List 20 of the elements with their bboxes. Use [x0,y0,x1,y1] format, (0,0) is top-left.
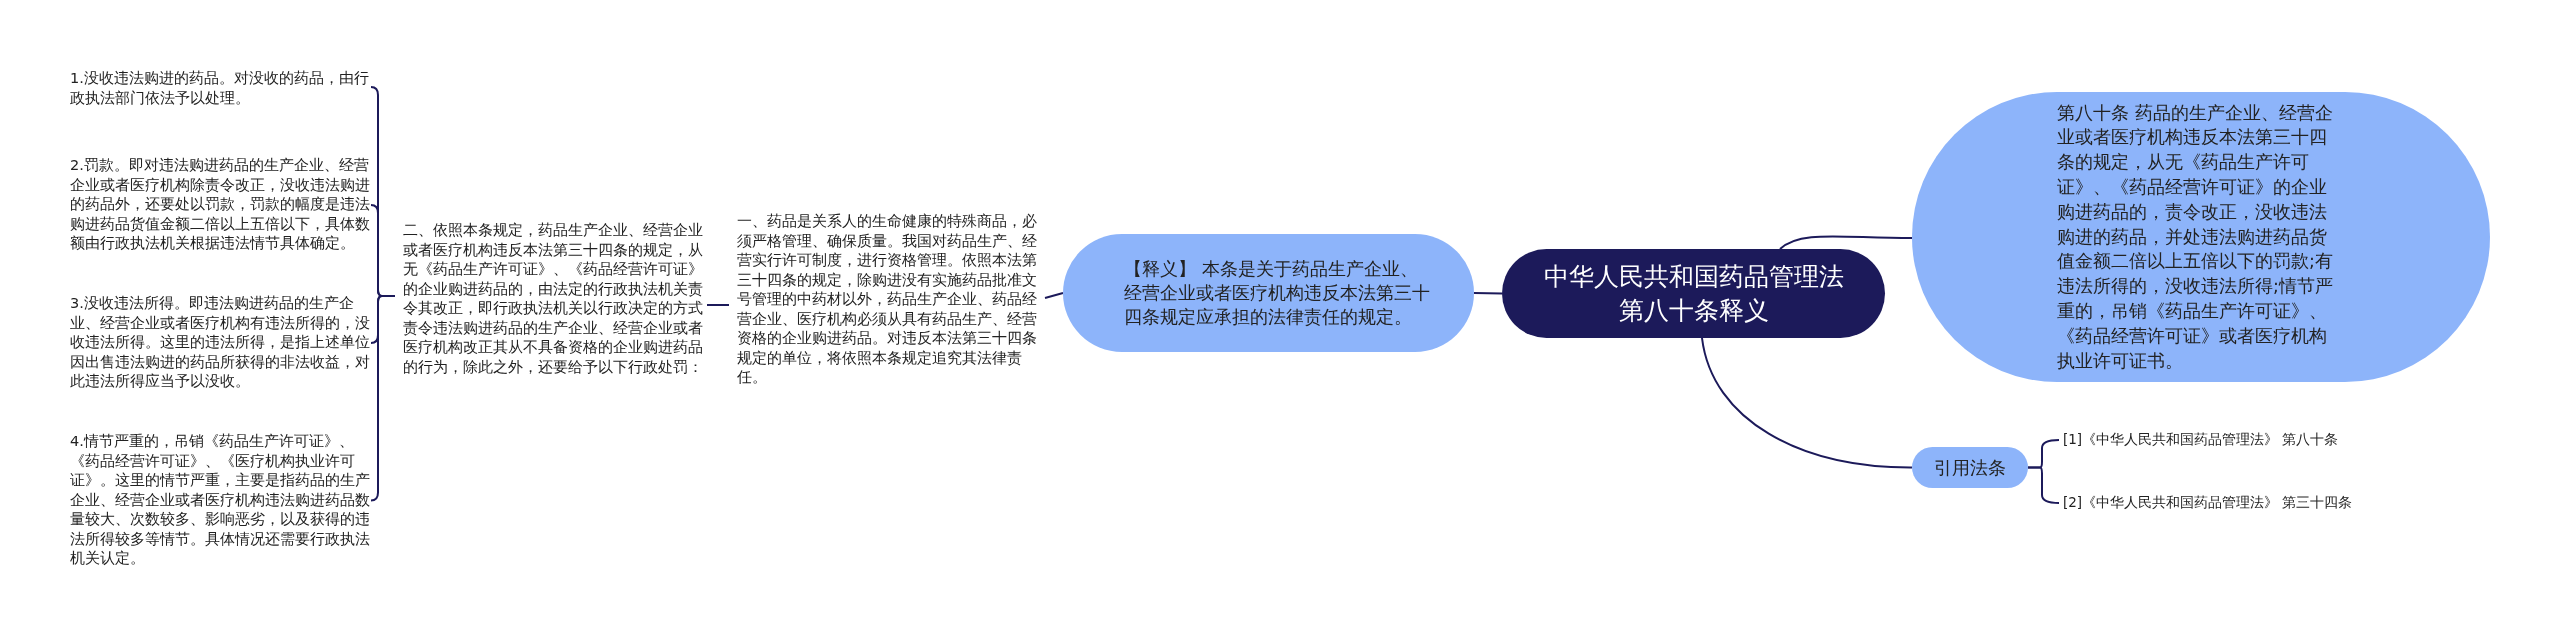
connector-line [706,304,730,306]
description-text: 2.罚款。即对违法购进药品的生产企业、经营企业或者医疗机构除责令改正，没收违法购进的药品外，还要处以罚款，罚款的幅度是违法购进药品货值金额二倍以上五倍以下，具体数额由行政执法机关根据违法情节具体确定。 [70,156,375,254]
description-text: 3.没收违法所得。即违法购进药品的生产企业、经营企业或者医疗机构有违法所得的，没收违法所得。这里的违法所得，是指上述单位因出售违法购进的药品所获得的非法收益，对此违法所得应当予以没收。 [70,294,375,392]
topic-text: 第八十条 药品的生产企业、经营企业或者医疗机构违反本法第三十四条的规定，从无《药品生产许可证》、《药品经营许可证》的企业购进药品的，责令改正，没收违法购进的药品，并处违法购进药品货值金额二倍以上五倍以下的罚款;有违法所得的，没收违法所得;情节严重的，吊销《药品生产许可证》、《药品经营许可证》或者医疗机构执业许可证书。 [2057,101,2334,373]
connector-line [1779,235,1913,250]
topic-bubble [1912,447,2028,488]
description-text: 一、药品是关系人的生命健康的特殊商品，必须严格管理、确保质量。我国对药品生产、经营实行许可制度，进行资格管理。依照本法第三十四条的规定，除购进没有实施药品批准文号管理的中药材以外，药品生产企业、药品经营企业、医疗机构必须从具有药品生产、经营资格的企业购进药品。对违反本法第三十四条规定的单位，将依照本条规定追究其法律责任。 [737,212,1037,388]
description-text: 1.没收违法购进的药品。对没收的药品，由行政执法部门依法予以处理。 [70,69,375,108]
description-text: 4.情节严重的，吊销《药品生产许可证》、《药品经营许可证》、《医疗机构执业许可证》。这里的情节严重，主要是指药品的生产企业、经营企业或者医疗机构违法购进药品数量较大、次数较多、影响恶劣，以及获得的违法所得较多等情节。具体情况还需要行政执法机关认定。 [70,432,375,569]
connector-line [2027,466,2060,504]
connector-line [1473,292,1503,295]
topic-text: 【释义】 本条是关于药品生产企业、经营企业或者医疗机构违反本法第三十四条规定应承担的法律责任的规定。 [1124,258,1431,329]
connector-line [370,295,396,502]
citation-text: [1]《中华人民共和国药品管理法》 第八十条 [2063,430,2353,449]
topic-title: 中华人民共和国药品管理法第八十条释义 [1542,260,1845,327]
connector-line [1701,337,1913,469]
description-text: 二、依照本条规定，药品生产企业、经营企业或者医疗机构违反本法第三十四条的规定，从无《药品生产许可证》、《药品经营许可证》的企业购进药品的，由法定的行政执法机关责令其改正，即行政执法机关以行政决定的方式责令违法购进药品的生产企业、经营企业或者医疗机构改正其从不具备资格的企业购进药品的行为，除此之外，还要给予以下行政处罚： [403,221,703,377]
topic-text: 引用法条 [1934,455,2006,480]
connector-line [1044,292,1064,299]
citation-text: [2]《中华人民共和国药品管理法》 第三十四条 [2063,493,2353,512]
